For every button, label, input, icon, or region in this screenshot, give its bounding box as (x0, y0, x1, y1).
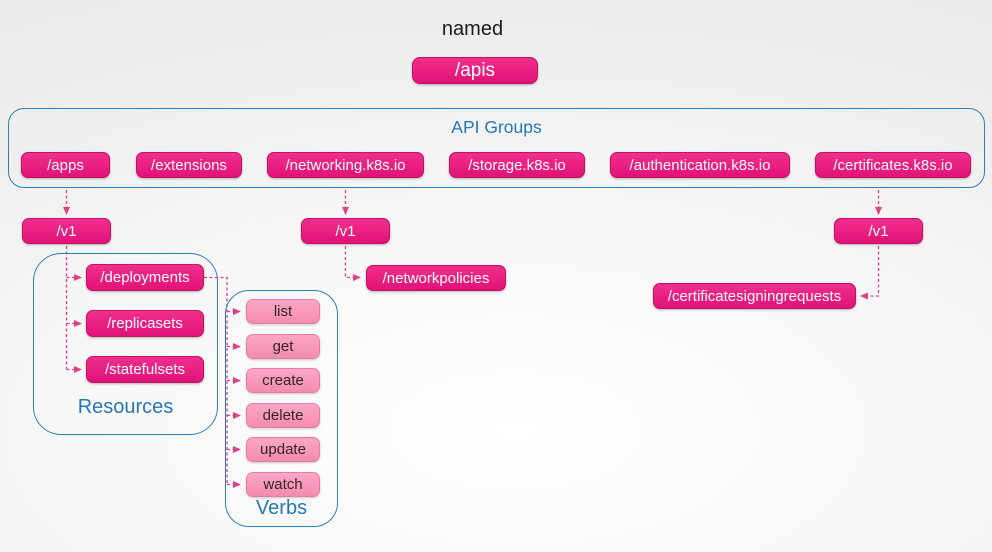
version-node-apps: /v1 (22, 218, 111, 244)
api-groups-title: API Groups (451, 117, 542, 137)
api-groups-container: API Groups (8, 108, 985, 188)
resources-label: Resources (77, 396, 174, 418)
verbs-container (225, 290, 338, 527)
resource-deployments: /deployments (86, 264, 204, 291)
resource-replicasets: /replicasets (86, 310, 204, 337)
arrow-v1-to-csr (860, 246, 880, 300)
apis-node: /apis (412, 57, 538, 84)
verb-list: list (246, 299, 320, 324)
resource-statefulsets: /statefulsets (86, 356, 204, 383)
api-group-networking: /networking.k8s.io (267, 152, 424, 178)
arrow-v1-to-networkpolicies (344, 246, 361, 281)
named-label: named (441, 18, 504, 40)
api-group-certificates: /certificates.k8s.io (815, 152, 971, 178)
api-group-authentication: /authentication.k8s.io (610, 152, 790, 178)
api-group-storage: /storage.k8s.io (449, 152, 585, 178)
resource-networkpolicies: /networkpolicies (366, 265, 506, 291)
version-node-networking: /v1 (301, 218, 390, 244)
api-group-apps: /apps (21, 152, 110, 178)
version-node-certificates: /v1 (834, 218, 923, 244)
verb-watch: watch (246, 472, 320, 497)
api-group-extensions: /extensions (136, 152, 242, 178)
verb-create: create (246, 368, 320, 393)
verbs-label: Verbs (255, 497, 308, 519)
verb-get: get (246, 334, 320, 359)
verb-update: update (246, 437, 320, 462)
resources-container (33, 253, 218, 435)
resource-certificatesigningrequests: /certificatesigningrequests (653, 283, 856, 309)
verb-delete: delete (246, 403, 320, 428)
